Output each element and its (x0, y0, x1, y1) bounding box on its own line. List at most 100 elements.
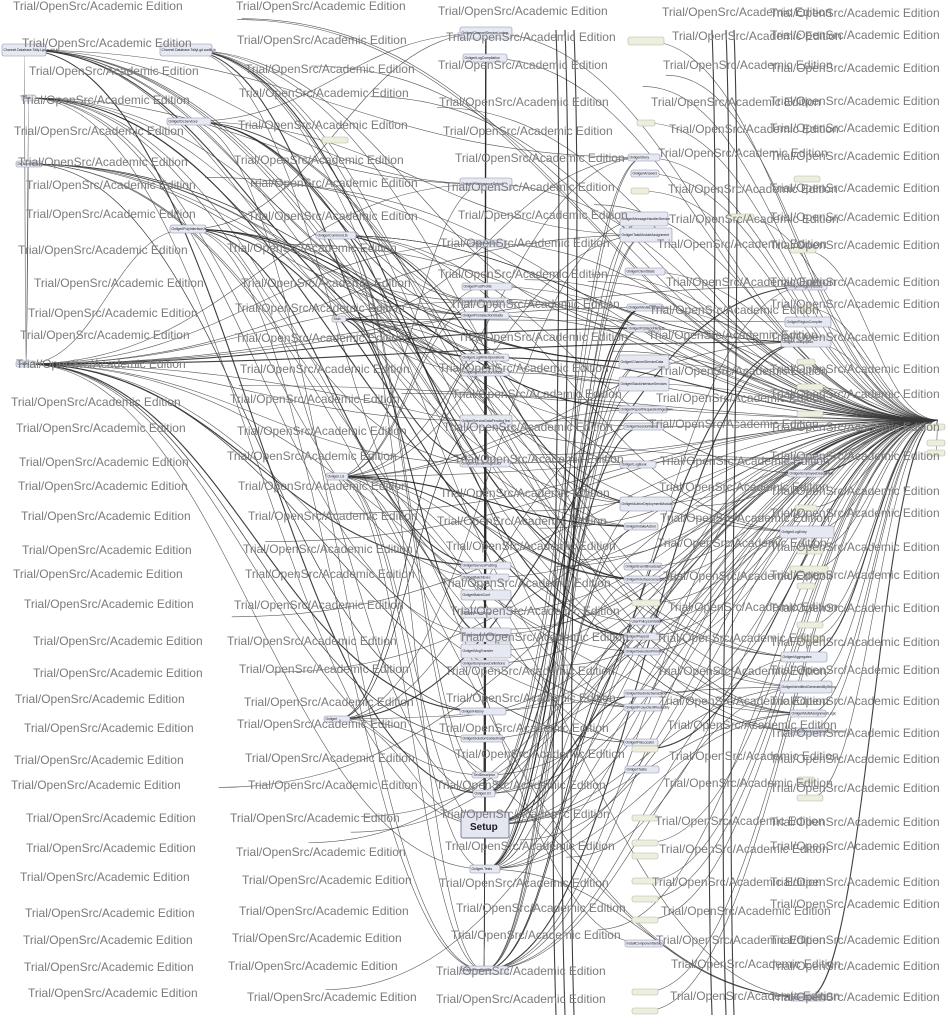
graph-node-unlabeled[interactable] (631, 599, 661, 607)
graph-node-unlabeled[interactable] (796, 383, 824, 391)
graph-node-unlabeled[interactable] (796, 358, 816, 366)
graph-node[interactable]: OnligeriLogWriteOperations (460, 297, 510, 306)
graph-node[interactable]: Setup (460, 811, 510, 839)
graph-node-unlabeled[interactable] (796, 547, 824, 555)
graph-node-unlabeled[interactable] (727, 213, 755, 221)
graph-node[interactable]: OnligeriDispatch (789, 993, 827, 1002)
graph-node[interactable]: OnligeriLogWriteOperations (460, 353, 510, 362)
graph-node[interactable]: OnligeriPrjStackFileTest (626, 324, 665, 333)
graph-node[interactable]: OnligeriAuthorDeploymentModule (619, 496, 673, 512)
graph-node-unlabeled[interactable] (631, 745, 659, 753)
graph-node-unlabeled[interactable] (794, 504, 818, 512)
graph-node[interactable]: OnligeriBatchExec (460, 573, 510, 582)
graph-node[interactable]: Channel.Database.TallyLgd.auditLib (159, 43, 216, 57)
graph-node[interactable]: OnligeriLogBook (619, 460, 657, 469)
graph-node-unlabeled[interactable] (631, 852, 659, 860)
graph-node[interactable]: InstallComponentSetup (624, 939, 664, 948)
graph-node-unlabeled[interactable] (926, 449, 946, 457)
graph-node[interactable]: OnligeriTasks (624, 765, 660, 774)
graph-node[interactable]: Onligeri.LS (325, 472, 349, 481)
graph-node[interactable]: OnligeriReportRequestedIngestion (618, 405, 673, 414)
graph-node-unlabeled[interactable] (796, 621, 824, 629)
graph-node[interactable]: OnligeriBatchConf (460, 589, 512, 601)
graph-node[interactable]: OnligeriLogCompilation (462, 53, 508, 63)
graph-node[interactable]: OnligeriMsgTransfer (460, 643, 512, 659)
graph-node[interactable]: OnligeriPreSelectionStudio (460, 368, 510, 377)
graph-node[interactable]: OnligeriInstrumentedCoverage (460, 627, 512, 643)
graph-node[interactable]: OnligeriAggregates (780, 651, 828, 663)
graph-node[interactable]: Channel.Database.Tally.Lgd.auditLib (1, 43, 59, 57)
graph-node[interactable]: OnligeriPolyInterfaceJs (169, 224, 207, 234)
graph-node-unlabeled[interactable] (796, 410, 824, 418)
graph-node-unlabeled[interactable] (796, 776, 816, 784)
graph-node[interactable]: OnligeriBusinessCache (787, 454, 825, 463)
graph-node[interactable]: Onligeri.CS (15, 360, 37, 368)
graph-node-unlabeled[interactable] (796, 794, 824, 802)
graph-node[interactable]: OnligeriIdentifiedGeneratedByString (779, 680, 836, 694)
graph-node-unlabeled[interactable] (789, 565, 829, 574)
graph-node-unlabeled[interactable] (793, 175, 821, 183)
graph-node[interactable]: OnligeriCommonLib (315, 231, 357, 240)
graph-node[interactable]: OnligeriTaskModuleAssignment (619, 227, 673, 243)
graph-node[interactable]: OnligeriStackInterfaceServices (618, 376, 670, 392)
graph-node-unlabeled[interactable] (924, 423, 946, 431)
graph-node[interactable]: Onligeri.IO (472, 789, 496, 798)
graph-node[interactable]: OnligeriRegistryIssues (786, 282, 828, 291)
graph-node[interactable]: OnligeriEmployeeDefinitions (460, 659, 510, 668)
graph-node[interactable]: OnligeriMessageHandlerService (619, 211, 670, 227)
graph-node-unlabeled[interactable] (631, 895, 659, 903)
graph-node[interactable]: Stub (21, 94, 37, 102)
graph-node[interactable]: OnligeriSelectionPrimitive (623, 647, 664, 656)
graph-node[interactable]: Onligeri.Tests (469, 864, 501, 874)
graph-node[interactable]: OnligeriServicePosting (460, 561, 512, 570)
graph-node[interactable]: OnligeriOperationExecutor (459, 459, 511, 468)
graph-node[interactable]: OnligeriPlayList (623, 632, 661, 641)
graph-node[interactable]: OnligeriPostProfile (461, 282, 513, 291)
graph-node[interactable]: OnligeriHistory (459, 707, 507, 716)
graph-node-unlabeled[interactable] (789, 246, 817, 254)
graph-node-unlabeled[interactable] (321, 136, 349, 144)
graph-node-unlabeled[interactable] (627, 36, 665, 46)
graph-node[interactable]: OnligeriStory (627, 153, 661, 162)
graph-node[interactable]: OnligeriDLServices (166, 117, 212, 126)
graph-node[interactable]: OnligeriBatchSync (460, 607, 512, 619)
graph-node[interactable]: OnligeriLookupDeco (780, 336, 832, 348)
graph-node[interactable]: OnligeriChannelServiceData (618, 354, 670, 370)
graph-node[interactable]: Stub (331, 315, 347, 323)
graph-node[interactable]: OnligeriAuthorList (469, 239, 507, 248)
graph-node-unlabeled[interactable] (630, 187, 650, 195)
graph-node[interactable]: OnligeriClientStats (624, 267, 666, 276)
graph-node[interactable]: OnligeriIntakeAction (623, 522, 659, 531)
graph-node[interactable]: OnligeriServiceDataPendingTest (459, 414, 513, 428)
graph-node[interactable]: OnligeriPresentation (459, 965, 509, 975)
graph-node[interactable]: OnligeriMediaLogStructure (626, 303, 669, 312)
graph-node[interactable]: OnligeriSolutionSubsetIndex (460, 734, 506, 743)
graph-node[interactable]: OnligeriStudioSchemaStore (623, 689, 667, 698)
graph-node-unlabeled[interactable] (631, 988, 659, 996)
graph-node-unlabeled[interactable] (631, 1007, 659, 1015)
graph-node[interactable]: UserPolicyLimitation (629, 617, 662, 626)
graph-node-unlabeled[interactable] (631, 839, 659, 847)
graph-node[interactable]: OnligeriProxyClientRoutedBy (623, 703, 670, 712)
graph-node[interactable]: OnligeriLogEntry (779, 525, 835, 539)
graph-node-unlabeled[interactable] (926, 439, 946, 447)
graph-node[interactable]: OnligeriRegionCompiler (784, 316, 832, 328)
graph-node-unlabeled[interactable] (796, 582, 816, 590)
graph-node[interactable]: Onligeri (323, 715, 351, 723)
graph-node-unlabeled[interactable] (636, 119, 656, 127)
graph-node[interactable]: TextDescriptor (471, 771, 499, 779)
graph-node[interactable]: OnligeriFileLocator (623, 738, 659, 747)
graph-node[interactable]: OnligeriAnswers (630, 169, 660, 178)
graph-node[interactable]: OnligeriPostInstanceDefault (459, 177, 513, 191)
graph-node-unlabeled[interactable] (631, 916, 659, 924)
graph-node-unlabeled[interactable] (796, 304, 816, 312)
graph-node[interactable]: OnligeriChannelServiceLookup (459, 26, 513, 40)
graph-node[interactable]: OnligeriMultiAssignmentLogic (789, 709, 836, 718)
graph-node-unlabeled[interactable] (631, 814, 659, 822)
graph-node[interactable]: OnligeriEventBroadcast (623, 562, 663, 571)
graph-node[interactable]: OnligeriEmployeeDescription (787, 469, 833, 478)
graph-node-unlabeled[interactable] (631, 877, 659, 885)
graph-node[interactable]: OnligeriPreSelectionStudio (460, 311, 510, 320)
graph-node[interactable]: OnligeriSessionItems (623, 422, 665, 431)
graph-node[interactable]: OnligeriInterfaceGeneratedModule (623, 575, 678, 584)
